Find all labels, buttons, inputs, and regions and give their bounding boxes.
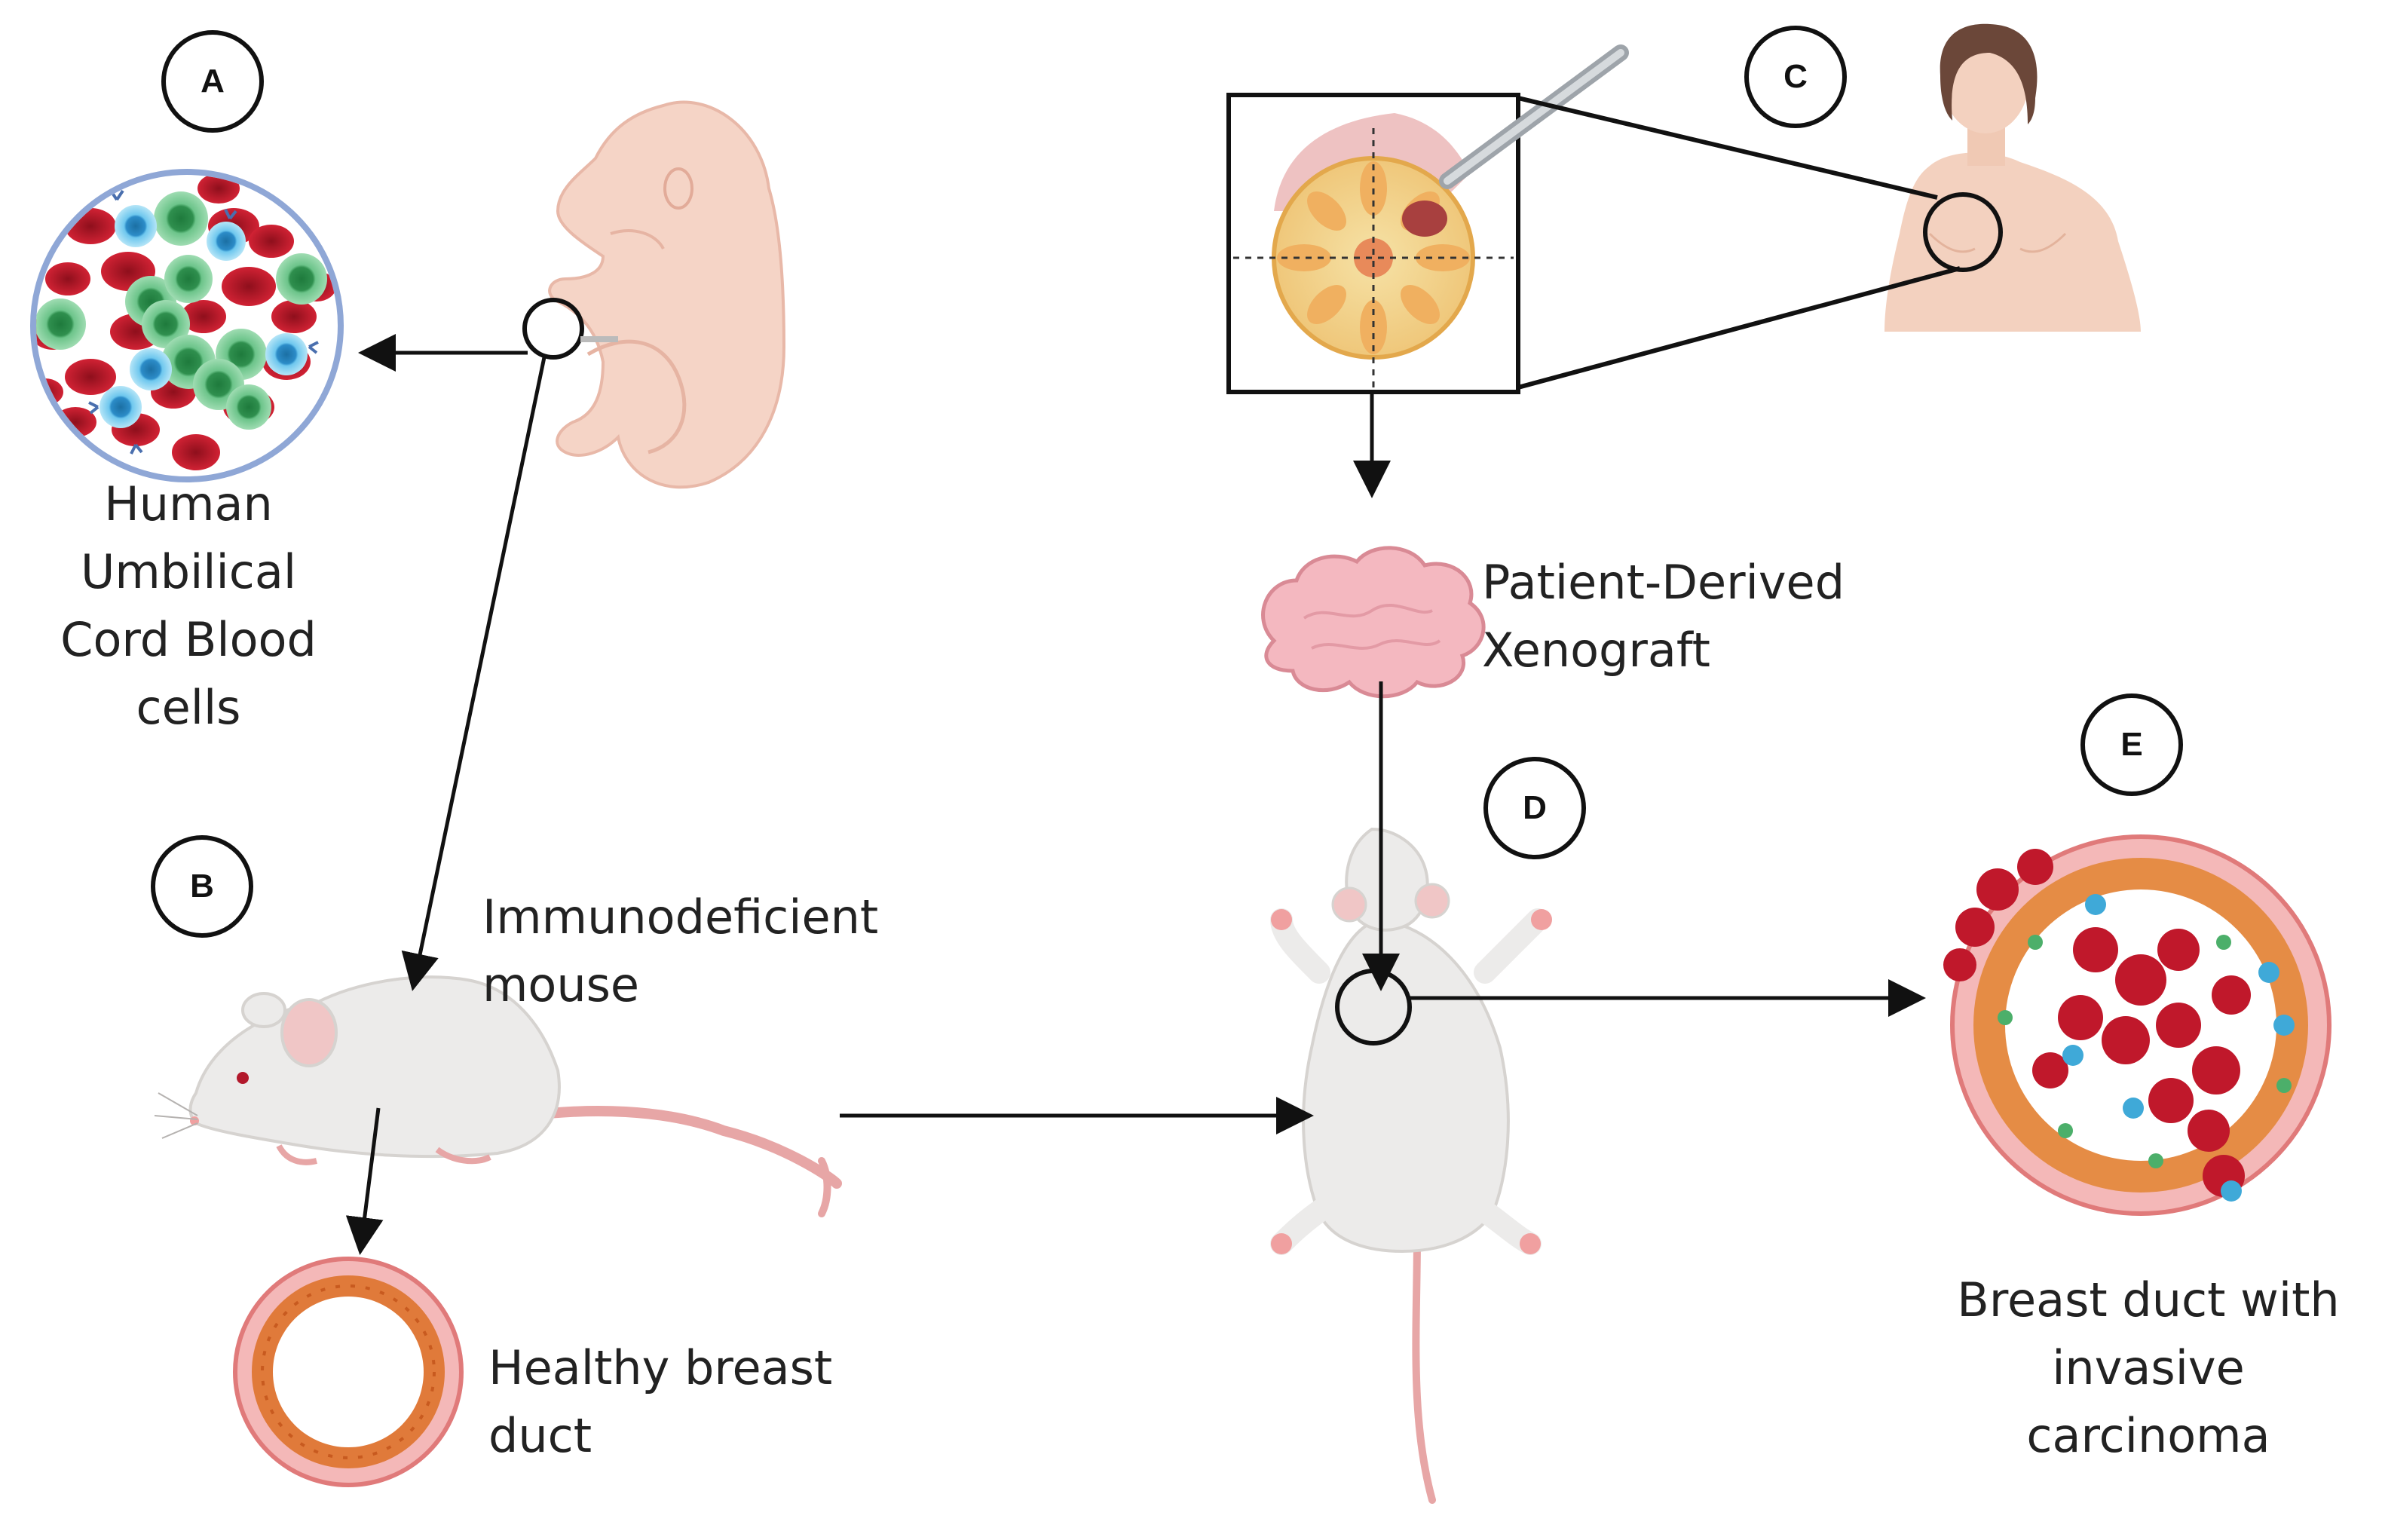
badge-e: E	[2080, 693, 2183, 796]
badge-a: A	[161, 30, 264, 133]
umbilical-highlight	[522, 298, 584, 360]
arrows	[345, 334, 1926, 1255]
label-healthy-duct: Healthy breast duct	[488, 1340, 833, 1463]
xenograft-tissue-icon	[1261, 546, 1486, 699]
badge-c: C	[1744, 26, 1847, 128]
duct-carcinoma-icon	[1943, 834, 2331, 1216]
badge-d: D	[1483, 757, 1586, 859]
mouse-side-icon	[154, 975, 842, 1217]
fetus-icon	[548, 100, 786, 489]
blood-cells-icon	[30, 169, 344, 482]
breast-highlight	[1923, 192, 2003, 272]
label-ucb-cells: Human Umbilical Cord Blood cells	[60, 476, 317, 735]
zoom-line-bottom	[1517, 266, 1961, 390]
duct-healthy-icon	[233, 1257, 464, 1487]
woman-icon	[1884, 23, 2141, 332]
label-immunodeficient-mouse: Immunodeficient mouse	[482, 889, 879, 1012]
zoom-line-top	[1517, 96, 1938, 200]
arrow-to-mouse	[401, 357, 547, 991]
mouse-top-icon	[1270, 827, 1552, 1504]
badge-b: B	[151, 835, 253, 938]
label-carcinoma-duct: Breast duct with invasive carcinoma	[1957, 1272, 2340, 1463]
label-pdx: Patient-Derived Xenograft	[1482, 555, 1845, 678]
scalpel-icon	[1439, 44, 1629, 189]
breast-tissue-icon	[1226, 93, 1520, 394]
arrow-to-healthy-duct	[345, 1107, 384, 1255]
